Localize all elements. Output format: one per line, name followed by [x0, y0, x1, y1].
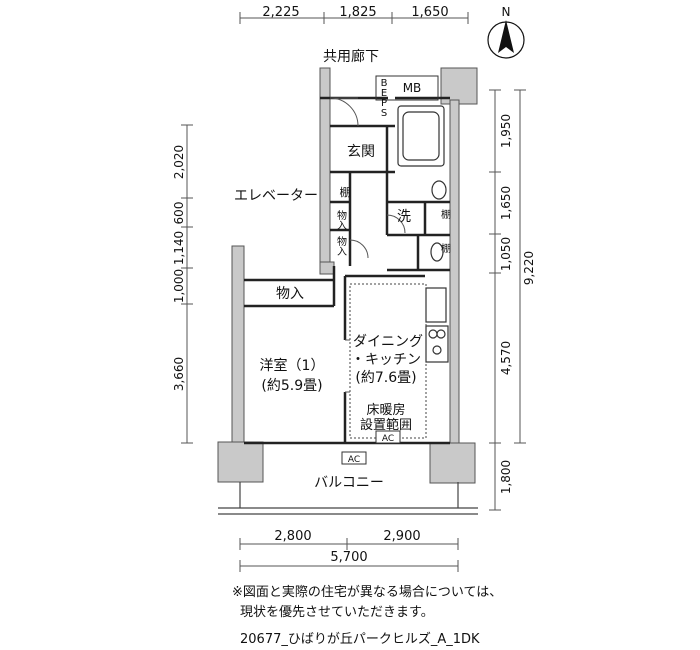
washbasin-icon: [431, 180, 447, 200]
north-arrow-icon: [498, 20, 514, 53]
dim-top-1: 2,225: [262, 5, 299, 20]
label-balcony: バルコニー: [314, 475, 384, 491]
dim-right-total: 9,220: [522, 251, 536, 285]
compass: [487, 20, 525, 59]
label-storage-main: 物入: [276, 286, 304, 302]
label-dk-area: (約7.6畳): [355, 370, 416, 386]
dim-left-4: 1,000: [172, 269, 186, 303]
label-shelf-a: 棚: [340, 185, 351, 199]
dim-right-1: 1,950: [499, 114, 513, 148]
balcony-rail: [218, 482, 478, 515]
compass-label: N: [502, 5, 511, 19]
label-mb: MB: [403, 81, 422, 95]
label-dk-name-b: ・キッチン: [351, 352, 421, 368]
dim-left-2: 600: [172, 202, 186, 225]
dim-right-3: 1,050: [499, 237, 513, 271]
label-eps-e: E: [381, 88, 387, 99]
label-dk-name-a: ダイニング: [353, 334, 423, 350]
dim-right-2: 1,650: [499, 186, 513, 220]
structural-walls: [217, 67, 478, 484]
ac-box-balcony: [341, 451, 367, 465]
bathtub-icon: [397, 105, 445, 167]
label-western-room-name: 洋室（1）: [260, 357, 325, 374]
label-corridor: 共用廊下: [323, 48, 379, 65]
dim-right-5: 1,800: [499, 460, 513, 494]
mb-box: [375, 75, 439, 101]
dim-left-3: 1,140: [172, 231, 186, 265]
dim-bottom-1: 2,800: [274, 529, 311, 544]
label-eps-p: P: [381, 98, 387, 109]
label-entrance: 玄関: [347, 143, 375, 160]
label-storage-small-a: 物入: [335, 209, 347, 230]
label-ac-balcony: AC: [348, 455, 360, 465]
dim-right-4: 4,570: [499, 341, 513, 375]
ac-box-floor: [375, 430, 401, 444]
dimension-lines: [181, 12, 526, 572]
label-ac-floor: AC: [382, 434, 394, 444]
label-shelf-b: 棚: [441, 208, 451, 221]
toilet-icon: [430, 242, 444, 262]
plan-caption: 20677_ひばりが丘パークヒルズ_A_1DK: [240, 632, 480, 647]
label-floor-heating-1: 床暖房: [366, 402, 405, 418]
label-storage-small-b: 物入: [335, 235, 347, 256]
dim-bottom-2: 2,900: [383, 529, 420, 544]
dim-bottom-total: 5,700: [330, 550, 367, 565]
label-shelf-c: 棚: [441, 242, 451, 255]
dim-left-1: 2,020: [172, 145, 186, 179]
interior-walls: [244, 96, 450, 445]
stove-icon: [425, 325, 449, 363]
label-elevator: エレベーター: [234, 188, 318, 204]
label-eps-s: S: [381, 108, 387, 119]
label-western-room-area: (約5.9畳): [261, 378, 322, 394]
dim-top-3: 1,650: [411, 5, 448, 20]
dim-left-5: 3,660: [172, 357, 186, 391]
fixtures: [397, 105, 449, 363]
door-swings: [329, 97, 406, 393]
label-eps-b: B: [381, 78, 388, 89]
disclaimer-line-1: ※図面と実際の住宅が異なる場合については、: [232, 585, 503, 600]
dim-top-2: 1,825: [339, 5, 376, 20]
label-floor-heating-2: 設置範囲: [360, 417, 412, 433]
disclaimer-line-2: 現状を優先させていただきます。: [240, 605, 434, 620]
label-washroom: 洗: [397, 209, 411, 225]
